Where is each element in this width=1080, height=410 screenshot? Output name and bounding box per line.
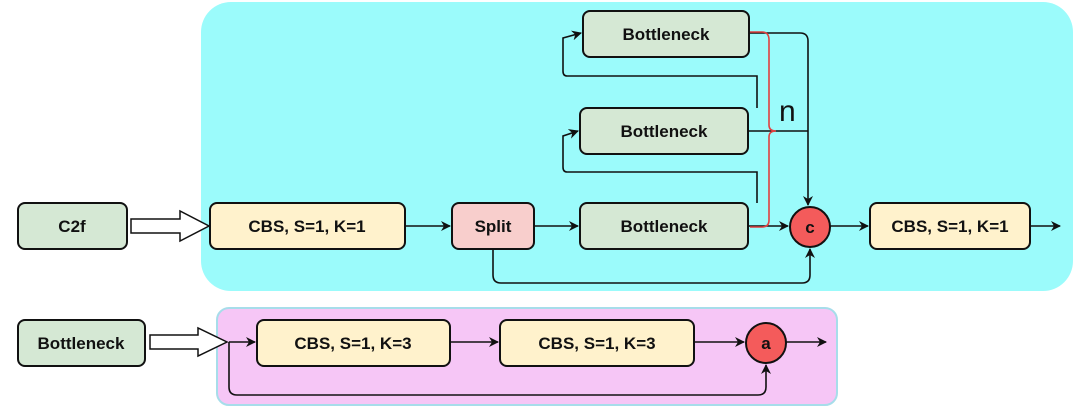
bottleneck-3-label: Bottleneck: [623, 25, 710, 44]
bottleneck-1-label: Bottleneck: [621, 217, 708, 236]
concat-label: c: [805, 218, 814, 237]
edge-b2-to-b3: [562, 30, 758, 108]
concat-node: c: [789, 206, 831, 248]
c2f-hollow-arrow: [130, 209, 211, 243]
edge-split-bypass: [492, 248, 815, 284]
c2f-cbs-in-block: CBS, S=1, K=1: [209, 202, 406, 250]
bottleneck-cbs-2-block: CBS, S=1, K=3: [499, 319, 695, 367]
bottleneck-input-block: Bottleneck: [17, 319, 146, 367]
edge-residual: [228, 342, 771, 396]
add-node: a: [745, 322, 787, 364]
split-label: Split: [475, 217, 512, 236]
bottleneck-block-2: Bottleneck: [579, 107, 749, 155]
repeat-brace: [750, 31, 777, 228]
c2f-input-label: C2f: [58, 217, 86, 236]
bottleneck-cbs-2-label: CBS, S=1, K=3: [538, 334, 655, 353]
bottleneck-block-3: Bottleneck: [582, 10, 750, 58]
c2f-cbs-out-block: CBS, S=1, K=1: [869, 202, 1031, 250]
c2f-cbs-out-label: CBS, S=1, K=1: [891, 217, 1008, 236]
c2f-input-block: C2f: [17, 202, 128, 250]
bottleneck-block-1: Bottleneck: [579, 202, 749, 250]
bottleneck-cbs-1-block: CBS, S=1, K=3: [256, 319, 451, 367]
split-block: Split: [451, 202, 535, 250]
c2f-cbs-in-label: CBS, S=1, K=1: [248, 217, 365, 236]
add-label: a: [761, 334, 771, 353]
bottleneck-hollow-arrow: [149, 326, 229, 358]
bottleneck-cbs-1-label: CBS, S=1, K=3: [294, 334, 411, 353]
bottleneck-input-label: Bottleneck: [38, 334, 125, 353]
edge-b3-output: [749, 32, 813, 206]
repeat-n-label: n: [779, 95, 796, 128]
edge-b1-to-b2: [562, 129, 758, 203]
bottleneck-2-label: Bottleneck: [621, 122, 708, 141]
